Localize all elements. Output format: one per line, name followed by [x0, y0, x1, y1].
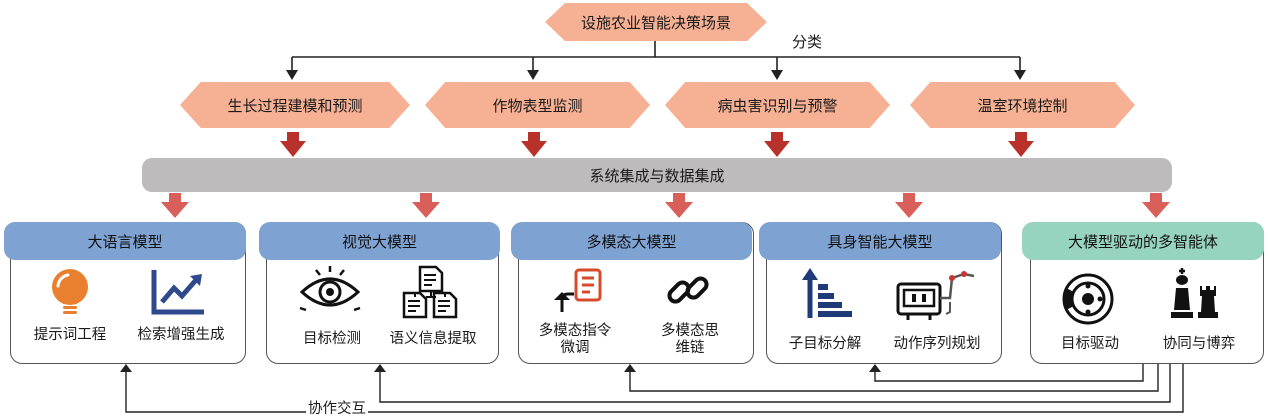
trend-up-icon [151, 270, 204, 315]
panel-title: 多模态大模型 [586, 232, 677, 251]
top-scenario-node: 设施农业智能决策场景 [545, 3, 767, 41]
item-chain-of-thought: 多模态思 维链 [661, 323, 719, 356]
item-goal-driven: 目标驱动 [1061, 336, 1119, 352]
panel-title: 大语言模型 [87, 232, 163, 251]
chain-link-icon [667, 276, 709, 304]
panel-multi-agent-header: 大模型驱动的多智能体 [1022, 222, 1264, 260]
panel-embodied-header: 具身智能大模型 [759, 222, 1001, 260]
lightbulb-icon [52, 269, 88, 314]
scenario-label: 作物表型监测 [492, 96, 583, 115]
subgoal-bars-icon [802, 268, 852, 318]
scenario-greenhouse-control: 温室环境控制 [910, 82, 1135, 128]
item-instruction-tuning: 多模态指令 微调 [538, 323, 612, 356]
brake-disc-icon [1062, 273, 1114, 325]
eye-icon [299, 266, 361, 312]
top-scenario-title: 设施农业智能决策场景 [580, 13, 731, 32]
classify-label: 分类 [792, 33, 823, 51]
integration-bar: 系统集成与数据集成 [142, 158, 1172, 192]
item-subgoal-decomposition: 子目标分解 [788, 336, 862, 352]
bar-arrows [161, 193, 1170, 218]
panel-title: 大模型驱动的多智能体 [1067, 232, 1218, 251]
scenario-pest-detection: 病虫害识别与预警 [665, 82, 890, 128]
documents-icon [402, 265, 458, 319]
scenario-label: 温室环境控制 [977, 96, 1068, 115]
panel-title: 具身智能大模型 [827, 232, 933, 251]
item-rag: 检索增强生成 [137, 327, 225, 343]
chess-pieces-icon [1171, 268, 1218, 318]
panel-title: 视觉大模型 [341, 232, 417, 251]
panel-multimodal-header: 多模态大模型 [511, 222, 752, 260]
integration-label: 系统集成与数据集成 [589, 166, 725, 185]
panel-llm-header: 大语言模型 [4, 222, 246, 260]
item-prompt-engineering: 提示词工程 [33, 327, 107, 343]
scenario-phenotype-monitoring: 作物表型监测 [425, 82, 650, 128]
item-semantic-extraction: 语义信息提取 [389, 331, 477, 347]
item-cooperation-game: 协同与博弈 [1162, 336, 1236, 352]
scenario-growth-modeling: 生长过程建模和预测 [180, 82, 410, 128]
robot-arm-icon [896, 271, 975, 320]
scenario-label: 生长过程建模和预测 [227, 96, 363, 115]
scenario-label: 病虫害识别与预警 [717, 96, 838, 115]
panel-vision-header: 视觉大模型 [259, 222, 500, 260]
collab-label: 协作交互 [306, 397, 368, 418]
item-action-planning: 动作序列规划 [893, 336, 981, 352]
instruction-return-icon [554, 268, 602, 312]
item-object-detection: 目标检测 [303, 331, 361, 347]
scenario-arrows [280, 132, 1034, 157]
